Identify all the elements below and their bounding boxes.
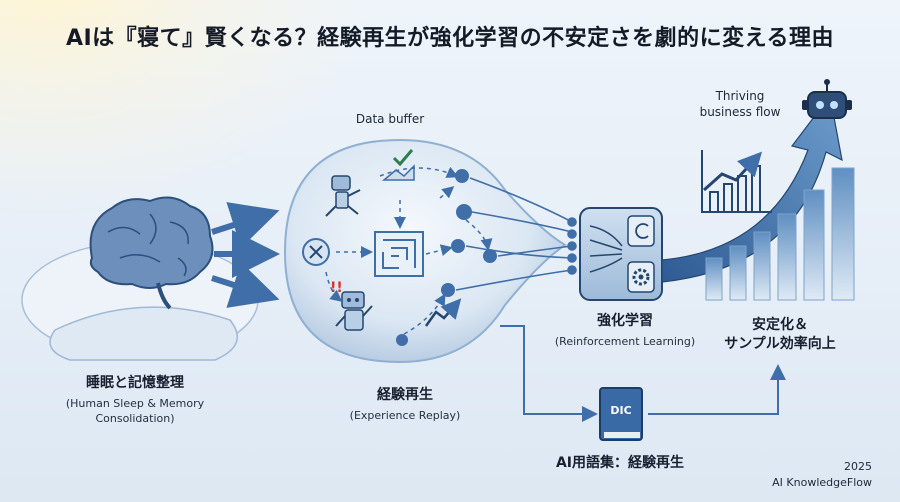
check-icon <box>392 149 414 167</box>
data-buffer-label: Data buffer <box>355 112 425 126</box>
rl-label-group: 強化学習 (Reinforcement Learning) <box>545 310 705 349</box>
brain-folds <box>107 213 189 277</box>
book-dic-text: DIC <box>610 404 631 417</box>
refresh-icon <box>635 223 649 239</box>
x-mark <box>309 245 323 259</box>
sleep-label: 睡眠と記憶整理 <box>86 375 184 391</box>
rl-module <box>579 207 663 301</box>
stable-line1: 安定化＆ <box>752 317 808 333</box>
network-nodes <box>396 169 497 346</box>
replay-sublabel: (Experience Replay) <box>349 409 461 422</box>
blanket <box>49 306 239 361</box>
footer-year: 2025 <box>844 460 872 473</box>
trend-arrow-small <box>424 298 462 327</box>
glossary-label: AI用語集：経験再生 <box>555 455 685 471</box>
maze-walls <box>382 239 416 269</box>
sleep-sublabel-1: (Human Sleep & Memory <box>65 397 205 410</box>
business-chart-icon <box>701 150 772 213</box>
flow-arrow <box>211 202 280 248</box>
replay-label: 経験再生 <box>377 387 433 403</box>
sleep-label-group: 睡眠と記憶整理 (Human Sleep & Memory Consolidat… <box>40 372 230 426</box>
business-flow-line1: Thriving <box>715 89 765 103</box>
rl-label: 強化学習 <box>597 313 653 329</box>
stable-label-group: 安定化＆ サンプル効率向上 <box>700 316 860 354</box>
business-flow-label: Thriving business flow <box>680 88 800 120</box>
growth-bars <box>705 167 855 301</box>
page-title: AIは『寝て』賢くなる？経験再生が強化学習の不安定さを劇的に変える理由 <box>65 26 835 51</box>
elbow-arrow-to-glossary <box>500 325 598 422</box>
alert-icon: !! <box>330 280 343 296</box>
connections-to-rl <box>455 177 577 291</box>
brain-stem <box>156 282 172 310</box>
data-buffer-bubble: !! <box>283 138 567 364</box>
replay-label-group: 経験再生 (Experience Replay) <box>325 384 485 423</box>
stable-line2: サンプル効率向上 <box>724 336 836 352</box>
flow-arrow <box>211 262 280 308</box>
robot-running-icon <box>325 175 361 217</box>
footer-brand: AI KnowledgeFlow <box>772 476 872 489</box>
mini-chart-check-icon <box>381 164 415 181</box>
business-flow-line2: business flow <box>699 105 781 119</box>
refresh-icon-box <box>627 215 655 247</box>
rl-funnel-lines <box>589 225 623 273</box>
gear-icon <box>632 268 650 286</box>
robot-head-icon <box>802 79 852 119</box>
rl-sublabel: (Reinforcement Learning) <box>554 335 696 348</box>
sleep-sublabel-2: Consolidation) <box>95 412 175 425</box>
elbow-arrow-to-stable <box>648 364 786 415</box>
flow-arrows-to-buffer <box>211 202 280 308</box>
glossary-book-icon: DIC <box>599 387 643 441</box>
